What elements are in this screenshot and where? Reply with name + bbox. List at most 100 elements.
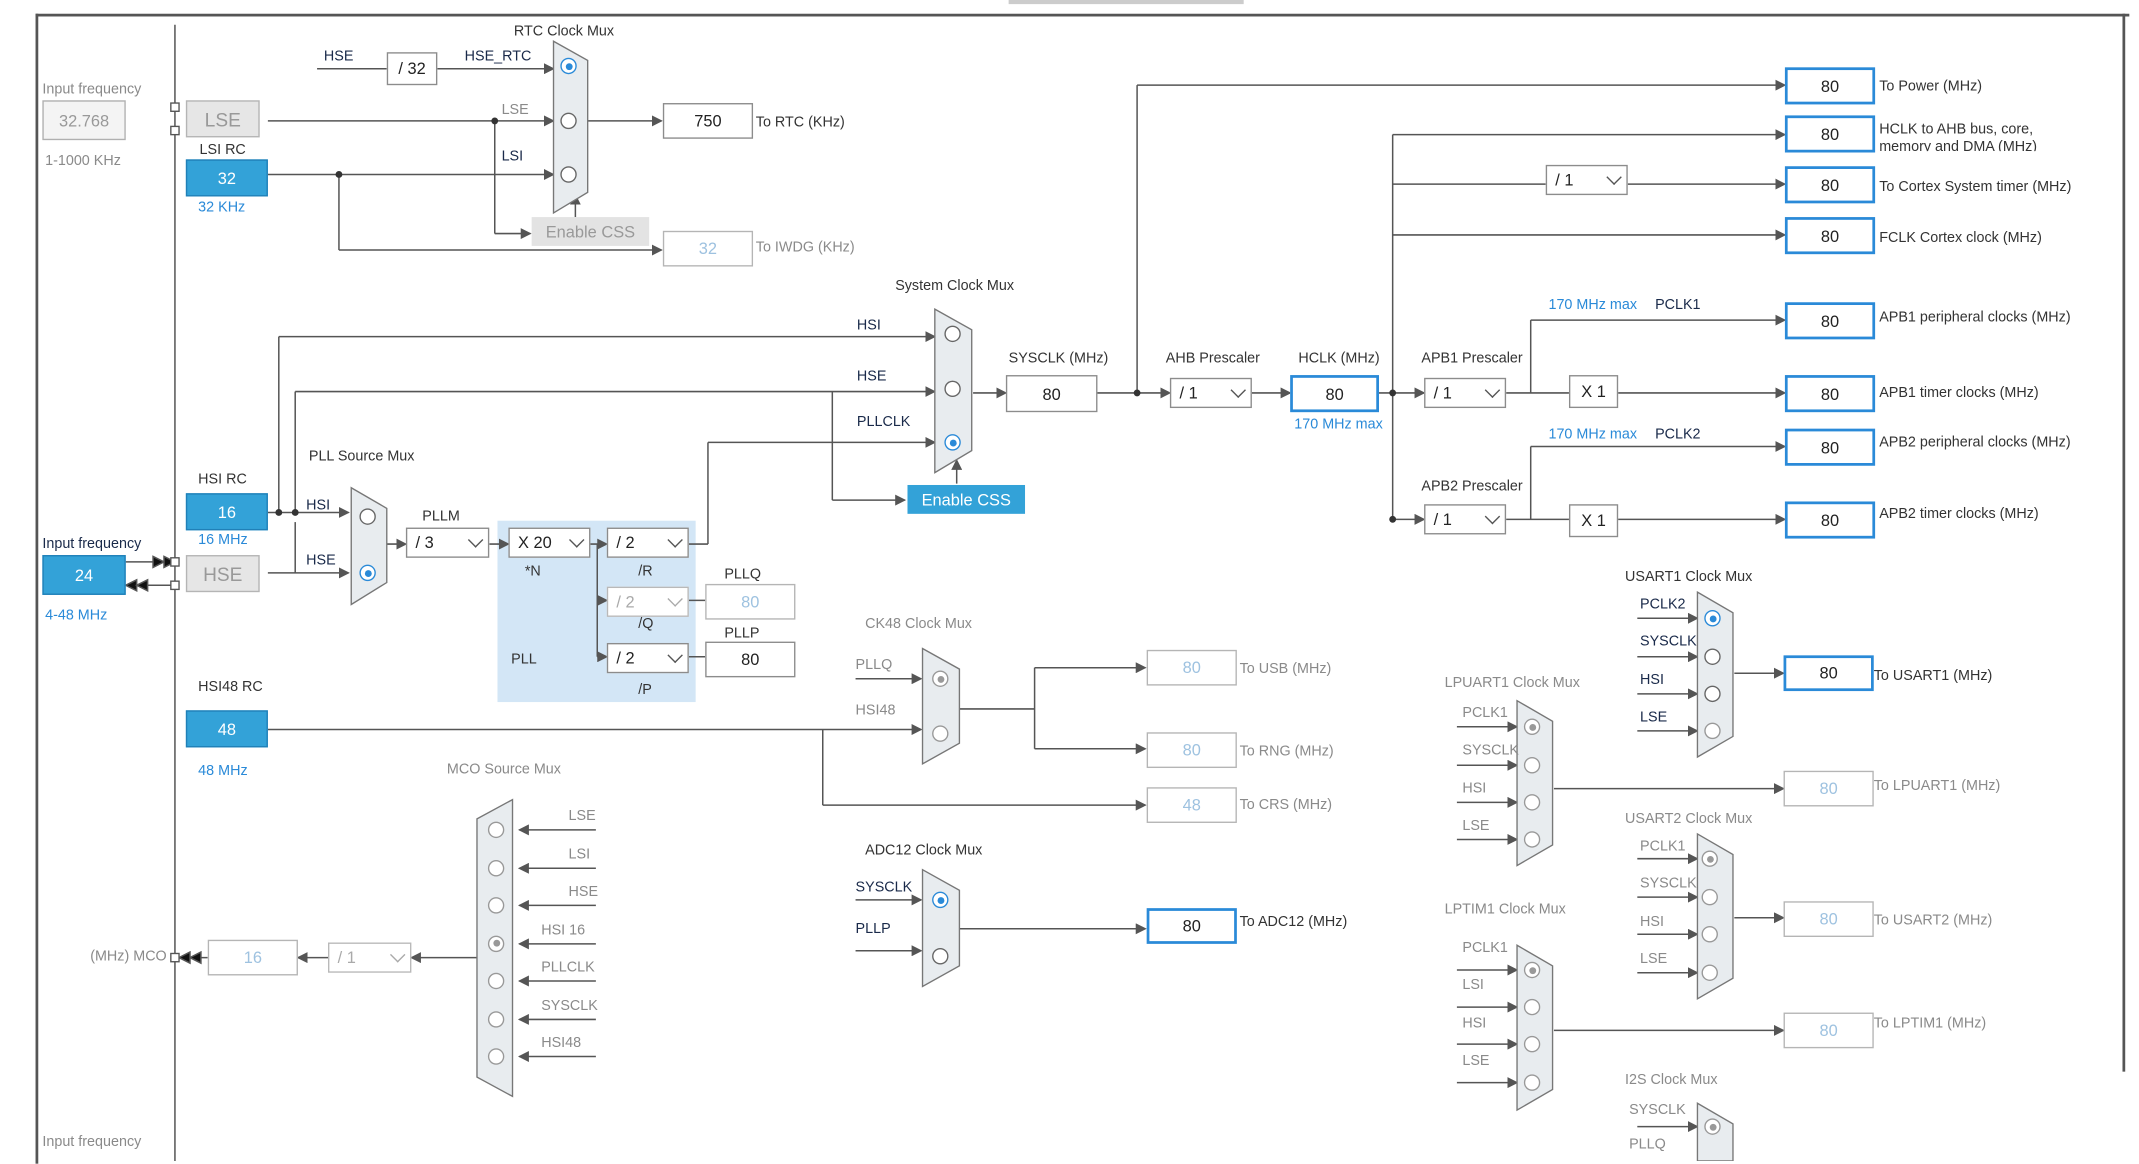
- sys-hsi-label: HSI: [856, 317, 881, 334]
- horizontal-scrollbar[interactable]: [1008, 0, 1244, 5]
- rtc-hse-radio[interactable]: [560, 57, 577, 75]
- apb2-timer-value[interactable]: 80: [1784, 501, 1876, 539]
- lse-block[interactable]: LSE: [185, 100, 260, 138]
- lptim1-pclk1-radio[interactable]: [1523, 961, 1541, 979]
- hclk-ahb-label-line2: memory and DMA (MHz): [1879, 138, 2038, 152]
- usart2-clock-mux-body: [1696, 832, 1734, 1001]
- sysclk-value[interactable]: 80: [1005, 375, 1098, 413]
- pll-hsi-radio[interactable]: [359, 508, 376, 525]
- lptim1-lse-radio[interactable]: [1523, 1074, 1541, 1091]
- mco-input-label: HSI48: [541, 1034, 582, 1052]
- pllq-output-value[interactable]: 80: [705, 583, 796, 620]
- adc12-value[interactable]: 80: [1146, 908, 1237, 944]
- sys-pllclk-radio[interactable]: [944, 434, 961, 451]
- power-value[interactable]: 80: [1784, 67, 1876, 105]
- pllq-select[interactable]: / 2: [606, 586, 689, 617]
- pllp-output-value[interactable]: 80: [705, 641, 796, 678]
- rtc-lsi-radio[interactable]: [560, 166, 577, 183]
- mco-lse-radio[interactable]: [487, 821, 505, 839]
- rtc-output-label: To RTC (KHz): [755, 114, 845, 131]
- lptim1-lsi-radio[interactable]: [1523, 998, 1541, 1016]
- usart1-sysclk-radio[interactable]: [1704, 648, 1721, 665]
- mco-value[interactable]: 16: [207, 939, 298, 976]
- cortex-timer-value[interactable]: 80: [1784, 166, 1876, 204]
- rtc-lse-radio[interactable]: [560, 112, 577, 130]
- lpuart1-sysclk-radio[interactable]: [1523, 757, 1541, 774]
- rtc-frequency-value[interactable]: 750: [662, 103, 754, 139]
- rtc-enable-css-button[interactable]: Enable CSS: [531, 217, 650, 246]
- usart2-pclk1-radio[interactable]: [1701, 850, 1718, 867]
- apb1-prescaler-select[interactable]: / 1: [1424, 377, 1507, 409]
- usart2-input-label: SYSCLK: [1640, 875, 1697, 893]
- plln-select[interactable]: X 20: [508, 527, 591, 558]
- sys-enable-css-button[interactable]: Enable CSS: [907, 484, 1026, 514]
- apb2-peripheral-value[interactable]: 80: [1784, 428, 1876, 466]
- usart1-lse-radio[interactable]: [1704, 722, 1721, 740]
- usart2-value[interactable]: 80: [1783, 901, 1874, 937]
- hclk-value[interactable]: 80: [1290, 375, 1380, 413]
- hse-input-frequency-field[interactable]: 24: [42, 555, 126, 595]
- usart2-lse-radio[interactable]: [1701, 964, 1718, 981]
- apb2-timer-label: APB2 timer clocks (MHz): [1879, 505, 2039, 523]
- lptim1-input-label: HSI: [1462, 1014, 1487, 1032]
- iwdg-frequency-value[interactable]: 32: [662, 230, 754, 267]
- usart1-pclk2-radio[interactable]: [1704, 610, 1721, 627]
- hclk-ahb-value[interactable]: 80: [1784, 115, 1876, 153]
- lptim1-input-label: LSI: [1462, 977, 1484, 994]
- lptim1-clock-mux-body: [1516, 944, 1554, 1112]
- apb1-peripheral-value[interactable]: 80: [1784, 302, 1876, 340]
- mco-lsi-radio[interactable]: [487, 859, 505, 876]
- pll-source-hse-label: HSE: [306, 552, 336, 569]
- usart2-input-label: PCLK1: [1640, 838, 1686, 855]
- usart1-hsi-radio[interactable]: [1704, 685, 1721, 703]
- pllr-select[interactable]: / 2: [606, 527, 689, 558]
- apb1-timer-value[interactable]: 80: [1784, 375, 1876, 413]
- usb-value[interactable]: 80: [1146, 649, 1237, 686]
- apb2-prescaler-select[interactable]: / 1: [1424, 504, 1507, 535]
- usart2-hsi-radio[interactable]: [1701, 926, 1718, 943]
- pllp-select[interactable]: / 2: [606, 642, 689, 674]
- sys-pllclk-label: PLLCLK: [856, 413, 911, 431]
- usart1-value[interactable]: 80: [1783, 655, 1874, 692]
- mco-hse-radio[interactable]: [487, 897, 505, 914]
- lse-input-frequency-field[interactable]: 32.768: [42, 100, 126, 141]
- ck48-pllq-radio[interactable]: [932, 670, 949, 687]
- hsi-rc-block[interactable]: 16: [185, 493, 268, 531]
- mco-hsi16-radio[interactable]: [487, 934, 505, 952]
- lpuart1-lse-radio[interactable]: [1523, 831, 1541, 848]
- usart1-input-label: PCLK2: [1640, 596, 1686, 613]
- i2s-input-label: PLLQ: [1629, 1136, 1666, 1153]
- ck48-hsi48-radio[interactable]: [932, 725, 949, 742]
- usart2-sysclk-radio[interactable]: [1701, 888, 1718, 906]
- rng-value[interactable]: 80: [1146, 732, 1237, 769]
- adc-pllp-radio[interactable]: [932, 947, 949, 965]
- mco-input-label: HSI 16: [541, 921, 586, 938]
- hsi48-rc-block[interactable]: 48: [185, 710, 268, 748]
- usart1-output-label: To USART1 (MHz): [1873, 667, 1993, 685]
- adc-sysclk-radio[interactable]: [932, 891, 949, 909]
- sys-hse-radio[interactable]: [944, 380, 961, 398]
- pll-hse-radio[interactable]: [359, 564, 376, 582]
- mco-hsi48-radio[interactable]: [487, 1048, 505, 1065]
- i2s-sysclk-radio[interactable]: [1704, 1118, 1721, 1135]
- mco-divider-select[interactable]: / 1: [328, 942, 412, 973]
- usart2-input-label: LSE: [1640, 950, 1668, 968]
- cortex-timer-divider-select[interactable]: / 1: [1545, 164, 1628, 196]
- lpuart1-value[interactable]: 80: [1783, 770, 1874, 807]
- ahb-prescaler-select[interactable]: / 1: [1169, 377, 1252, 409]
- apb1-timer-label: APB1 timer clocks (MHz): [1879, 384, 2039, 402]
- mco-sysclk-radio[interactable]: [487, 1010, 505, 1027]
- lptim1-input-label: LSE: [1462, 1052, 1490, 1069]
- crs-value[interactable]: 48: [1146, 787, 1237, 823]
- lptim1-hsi-radio[interactable]: [1523, 1035, 1541, 1053]
- sys-hsi-radio[interactable]: [944, 325, 961, 343]
- lsi-rc-block[interactable]: 32: [185, 159, 268, 197]
- lpuart1-pclk1-radio[interactable]: [1523, 718, 1541, 736]
- lpuart1-hsi-radio[interactable]: [1523, 794, 1541, 811]
- lptim1-value[interactable]: 80: [1783, 1012, 1874, 1049]
- fclk-value[interactable]: 80: [1784, 217, 1876, 255]
- mco-pllclk-radio[interactable]: [487, 972, 505, 990]
- pllm-select[interactable]: / 3: [405, 527, 490, 558]
- hse-block[interactable]: HSE: [185, 555, 260, 593]
- pll-source-hsi-label: HSI: [306, 497, 331, 514]
